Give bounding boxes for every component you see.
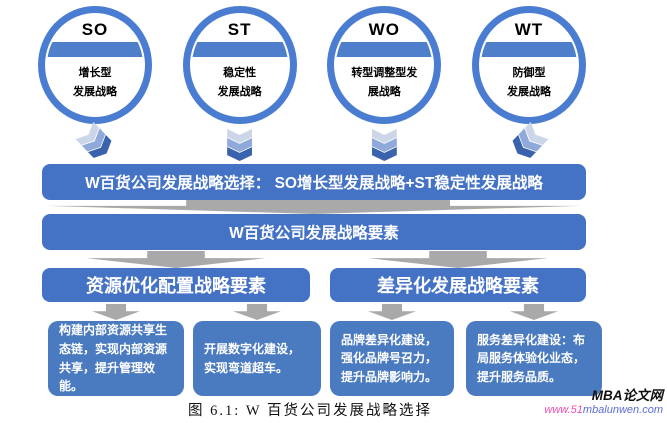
banner-strategy-selection: W百货公司发展战略选择： SO增长型发展战略+ST稳定性发展战略 xyxy=(42,164,586,200)
circle-code-wo: WO xyxy=(368,20,400,39)
chevron-segment xyxy=(227,147,253,161)
down-arrow-big-icon xyxy=(47,200,581,214)
swot-circle-st: ST 稳定性 发展战略 xyxy=(182,6,297,124)
chevron-arrows-row xyxy=(38,126,586,164)
watermark-url: www.51mbalunwen.com xyxy=(544,404,663,416)
circle-band xyxy=(47,42,143,57)
chevron-segment xyxy=(371,129,397,143)
chevron-segment xyxy=(227,138,253,152)
chevron-cell xyxy=(327,126,441,164)
chevron-down-icon xyxy=(509,122,549,162)
chevron-down-icon xyxy=(371,129,397,161)
chevron-down-icon xyxy=(227,129,253,161)
chevron-cell xyxy=(183,126,297,164)
down-arrow-small-icon xyxy=(510,304,558,320)
circle-band xyxy=(336,42,433,57)
down-arrow-left-icon xyxy=(86,251,266,268)
circle-inner: WT 防御型 发展战略 xyxy=(480,15,577,115)
down-arrow-small-icon xyxy=(233,304,281,320)
chevron-cell xyxy=(38,126,152,164)
swot-circle-wo: WO 转型调整型发 展战略 xyxy=(327,6,442,124)
circle-label-st: 稳定性 发展战略 xyxy=(217,67,262,98)
watermark-url-prefix: www.51 xyxy=(544,403,583,416)
down-arrow-small-icon xyxy=(92,304,140,320)
chevron-down-icon xyxy=(75,122,115,162)
figure-caption: 图 6.1: W 百货公司发展战略选择 xyxy=(188,403,432,419)
sub-banner-resource-optimization: 资源优化配置战略要素 xyxy=(42,268,310,302)
swot-circle-wt: WT 防御型 发展战略 xyxy=(471,6,586,124)
circle-inner: ST 稳定性 发展战略 xyxy=(191,15,288,115)
down-arrow-small-icon xyxy=(368,304,416,320)
chevron-segment xyxy=(371,138,397,152)
strategy-box-resource-sharing: 构建内部资源共享生态链，实现内部资源共享，提升管理效能。 xyxy=(48,321,184,396)
strategy-box-digitalization: 开展数字化建设，实现弯道超车。 xyxy=(193,321,321,396)
strategy-box-service-differentiation: 服务差异化建设：布局服务体验化业态，提升服务品质。 xyxy=(466,321,602,396)
watermark: MBA论文网 www.51mbalunwen.com xyxy=(544,388,663,416)
chevron-cell xyxy=(472,126,586,164)
circle-band xyxy=(480,42,577,57)
chevron-segment xyxy=(371,147,397,161)
circle-inner: SO 增长型 发展战略 xyxy=(47,15,143,115)
circle-code-wt: WT xyxy=(514,20,544,39)
circle-label-so: 增长型 发展战略 xyxy=(73,67,117,98)
watermark-brand: MBA论文网 xyxy=(591,388,663,403)
swot-circles-row: SO 增长型 发展战略 ST 稳定性 发展战略 WO 转型调整型发 展战略 WT xyxy=(38,6,586,126)
down-arrow-right-icon xyxy=(368,251,548,268)
circle-code-so: SO xyxy=(81,20,109,39)
circle-label-wo: 转型调整型发 展战略 xyxy=(351,67,418,98)
circle-code-st: ST xyxy=(227,20,252,39)
circle-label-wt: 防御型 发展战略 xyxy=(506,67,551,98)
watermark-url-suffix: mbalunwen.com xyxy=(582,403,663,416)
strategy-box-brand-differentiation: 品牌差异化建设，强化品牌号召力，提升品牌影响力。 xyxy=(330,321,454,396)
sub-banner-differentiation: 差异化发展战略要素 xyxy=(330,268,586,302)
swot-circle-so: SO 增长型 发展战略 xyxy=(38,6,152,124)
chevron-segment xyxy=(227,129,253,143)
circle-inner: WO 转型调整型发 展战略 xyxy=(336,15,433,115)
banner-strategy-elements: W百货公司发展战略要素 xyxy=(42,214,586,250)
circle-band xyxy=(191,42,288,57)
